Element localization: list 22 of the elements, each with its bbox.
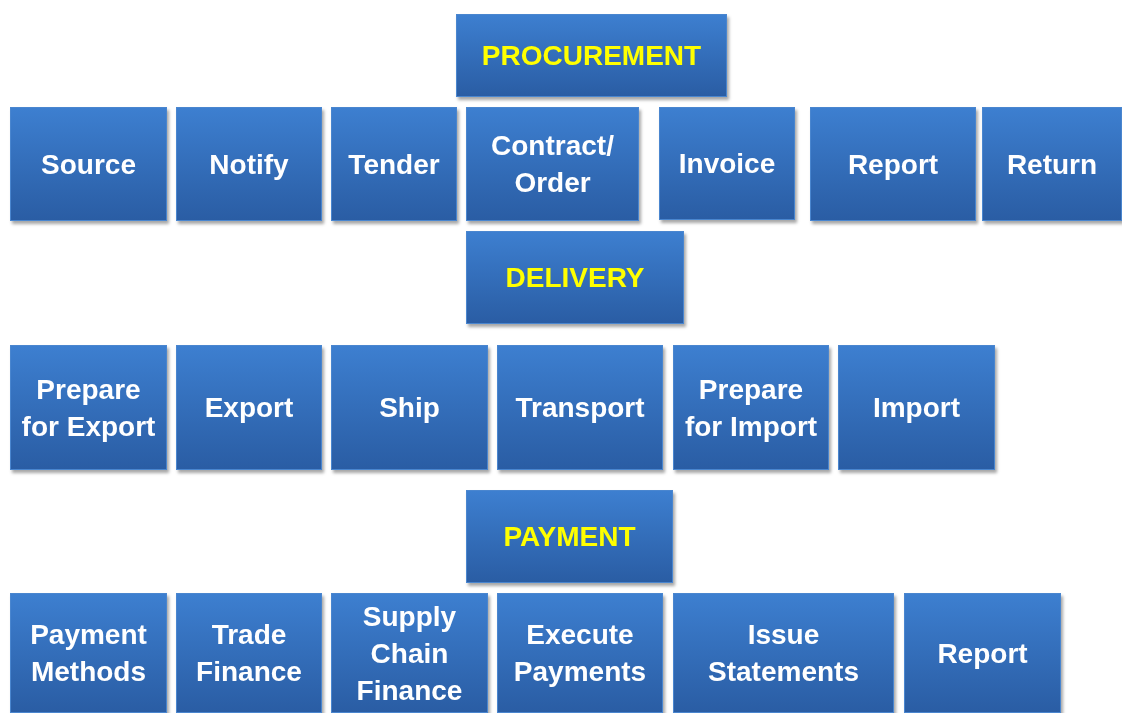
- process-box: Supply Chain Finance: [331, 593, 488, 713]
- category-box: PAYMENT: [466, 490, 673, 583]
- process-box: Payment Methods: [10, 593, 167, 713]
- process-box: Execute Payments: [497, 593, 663, 713]
- process-box: Tender: [331, 107, 457, 221]
- process-box: Report: [904, 593, 1061, 713]
- process-box: Source: [10, 107, 167, 221]
- category-box: DELIVERY: [466, 231, 684, 324]
- process-box: Issue Statements: [673, 593, 894, 713]
- process-box: Report: [810, 107, 976, 221]
- category-box: PROCUREMENT: [456, 14, 727, 97]
- process-box: Invoice: [659, 107, 795, 220]
- process-box: Prepare for Import: [673, 345, 829, 470]
- process-box: Import: [838, 345, 995, 470]
- process-box: Notify: [176, 107, 322, 221]
- process-box: Transport: [497, 345, 663, 470]
- process-box: Contract/ Order: [466, 107, 639, 221]
- process-box: Export: [176, 345, 322, 470]
- process-box: Prepare for Export: [10, 345, 167, 470]
- process-box: Return: [982, 107, 1122, 221]
- process-box: Ship: [331, 345, 488, 470]
- process-box: Trade Finance: [176, 593, 322, 713]
